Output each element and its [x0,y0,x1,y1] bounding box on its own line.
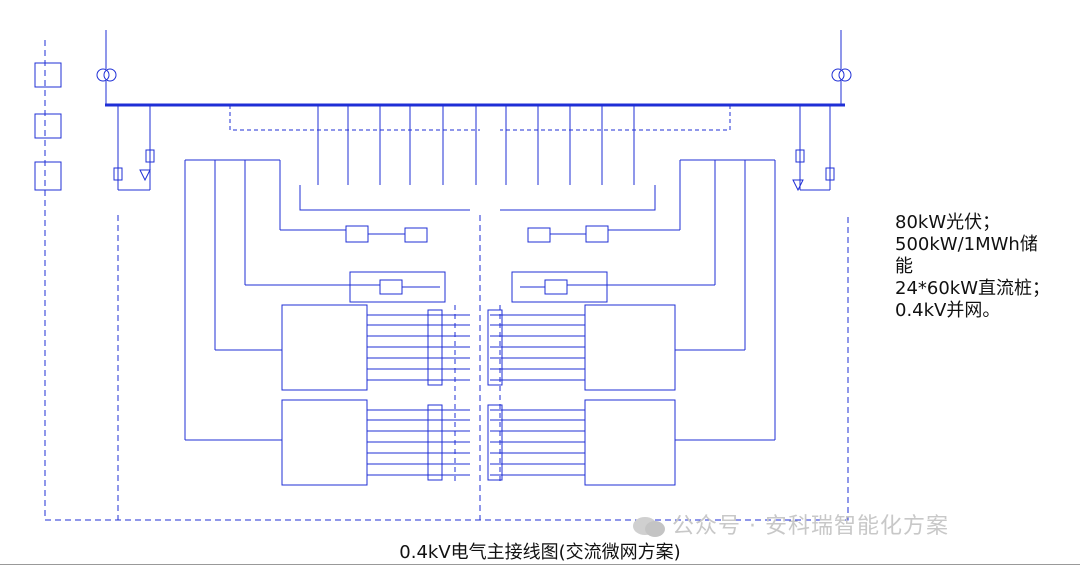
charger-cabinet-left-2 [281,399,368,486]
pv-array-left [404,227,428,243]
wechat-icon [633,517,665,537]
pv-inverter-right [585,225,609,243]
storage-box-left [349,271,446,303]
watermark-text: 公众号 · 安科瑞智能化方案 [672,514,949,539]
charger-cabinet-right-1 [584,304,676,391]
transformer-left [96,68,110,82]
storage-box-right [511,271,608,303]
control-box-1 [34,62,62,88]
feeders [184,105,776,440]
transformer-right [831,68,845,82]
bottom-divider [0,564,1080,565]
pv-inverter-left [345,225,369,243]
single-line-diagram [34,30,852,521]
communication-loop [44,40,849,521]
side-note-line-4: 24*60kW直流桩； [895,278,1051,299]
control-box-2 [34,113,62,139]
side-note-line-2: 500kW/1MWh储 [895,234,1038,255]
charger-cabinet-left-1 [281,304,368,391]
diagram-caption: 0.4kV电气主接线图(交流微网方案) [399,542,681,563]
side-note: 80kW光伏； 500kW/1MWh储 能 24*60kW直流桩； 0.4kV并… [895,212,1075,322]
side-note-line-5: 0.4kV并网。 [895,300,1001,321]
control-box-3 [34,161,62,191]
charger-rows [367,309,585,481]
charger-cabinet-right-2 [584,399,676,486]
side-note-line-3: 能 [895,256,913,277]
pv-array-right [527,227,551,243]
watermark: 公众号 · 安科瑞智能化方案 [632,508,949,540]
side-note-line-1: 80kW光伏； [895,212,1001,233]
